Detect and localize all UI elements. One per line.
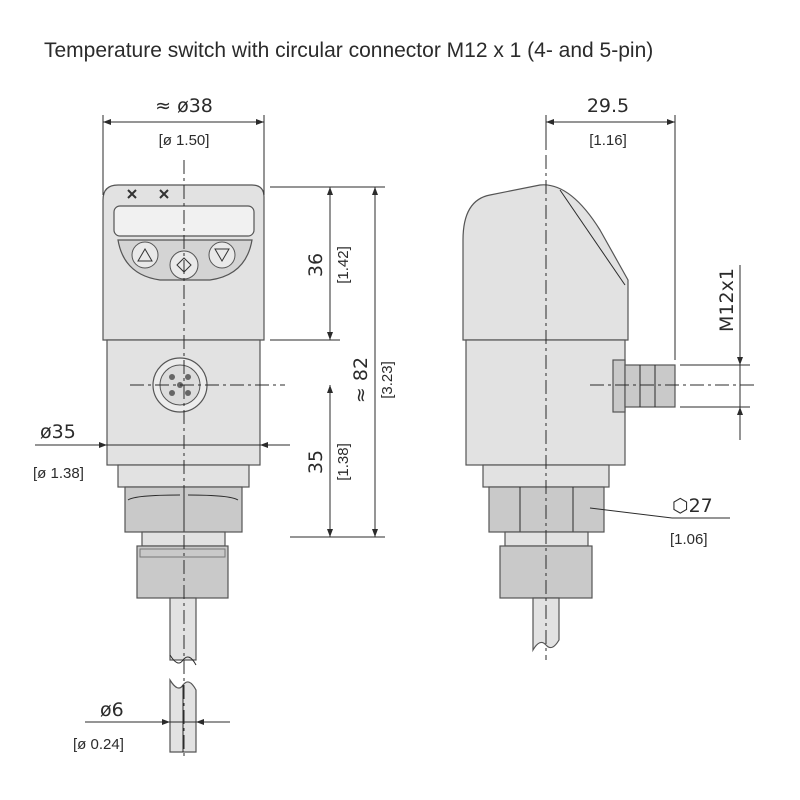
hex-size-label: ⬡27 — [672, 495, 713, 517]
leader-hex — [589, 507, 673, 519]
led-1-icon — [127, 189, 137, 199]
head-height-inch-label: [1.42] — [335, 246, 352, 284]
down-button — [208, 241, 236, 269]
side-depth-inch-label: [1.16] — [589, 132, 627, 149]
led-2-icon — [159, 189, 169, 199]
side-connector-thread — [624, 364, 676, 408]
front-view — [102, 160, 285, 760]
side-depth-label: 29.5 — [587, 95, 629, 117]
probe-diameter-label: ø6 — [100, 699, 124, 721]
body-height-inch-label: [1.38] — [335, 443, 352, 481]
side-connector-base — [612, 359, 626, 413]
body-diameter-label: ø35 — [40, 421, 76, 443]
side-dimensions: 29.5 [1.16] M12x1 ⬡27 [1.06] — [545, 95, 750, 548]
head-height-label: 36 — [305, 253, 327, 277]
hex-chamfer — [127, 494, 239, 501]
front-dimensions: ≈ ø38 [ø 1.50] ø35 [ø 1.38] 36 [1.42] 35… — [33, 95, 396, 753]
pin-icon — [185, 390, 191, 396]
pin-icon — [185, 374, 191, 380]
total-height-inch-label: [3.23] — [379, 361, 396, 399]
pin-icon — [169, 374, 175, 380]
head-diameter-inch-label: [ø 1.50] — [159, 132, 210, 149]
up-button — [131, 241, 159, 269]
pin-icon — [169, 390, 175, 396]
total-height-label: ≈ 82 — [350, 357, 372, 403]
thread-band — [139, 548, 226, 558]
side-view — [462, 155, 755, 660]
head-face-edge — [559, 189, 626, 286]
hex-size-inch-label: [1.06] — [670, 531, 708, 548]
body-diameter-inch-label: [ø 1.38] — [33, 465, 84, 482]
enter-icon — [176, 257, 192, 273]
probe-upper — [169, 597, 197, 661]
connector-thread-label: M12x1 — [716, 268, 738, 332]
probe-diameter-inch-label: [ø 0.24] — [73, 736, 124, 753]
up-arrow-icon — [137, 248, 153, 262]
probe-break-upper — [169, 654, 197, 666]
drawing-title: Temperature switch with circular connect… — [44, 39, 654, 62]
body-height-label: 35 — [305, 450, 327, 474]
down-arrow-icon — [214, 248, 230, 262]
front-thread — [136, 545, 229, 599]
head-diameter-label: ≈ ø38 — [155, 95, 213, 117]
